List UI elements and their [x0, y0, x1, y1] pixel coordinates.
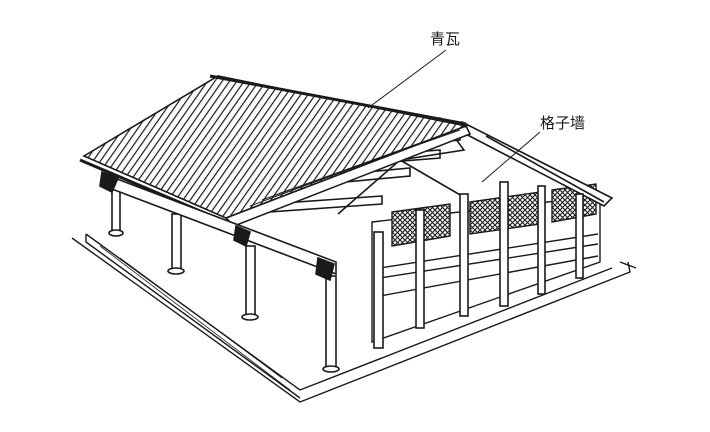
column-8: [499, 181, 509, 307]
column-9: [537, 185, 546, 295]
platform-outline: [71, 237, 631, 403]
platform-step: [85, 234, 301, 399]
platform: [71, 233, 637, 403]
back-wall: [371, 183, 601, 343]
column-7: [459, 193, 469, 317]
column-10: [575, 193, 584, 279]
tiles-leader: [367, 49, 447, 109]
front-columns: [108, 181, 584, 373]
column-4: [325, 275, 337, 369]
column-1: [111, 185, 121, 233]
lattice-leader: [481, 131, 541, 183]
label-lattice-wall: 格子墙: [540, 114, 585, 132]
platform-shading: [99, 245, 291, 391]
rafter-lines: [249, 129, 461, 207]
bracket-3: [315, 256, 335, 282]
bracket-1: [99, 170, 120, 194]
column-6: [415, 209, 425, 329]
column-3: [245, 245, 256, 317]
column-5: [373, 231, 384, 349]
main-roof: [79, 74, 472, 227]
callouts: [367, 49, 541, 183]
bracket-2: [233, 224, 251, 248]
label-tiles: 青瓦: [430, 30, 460, 48]
column-2: [171, 213, 182, 271]
eave-beam: [99, 170, 337, 282]
